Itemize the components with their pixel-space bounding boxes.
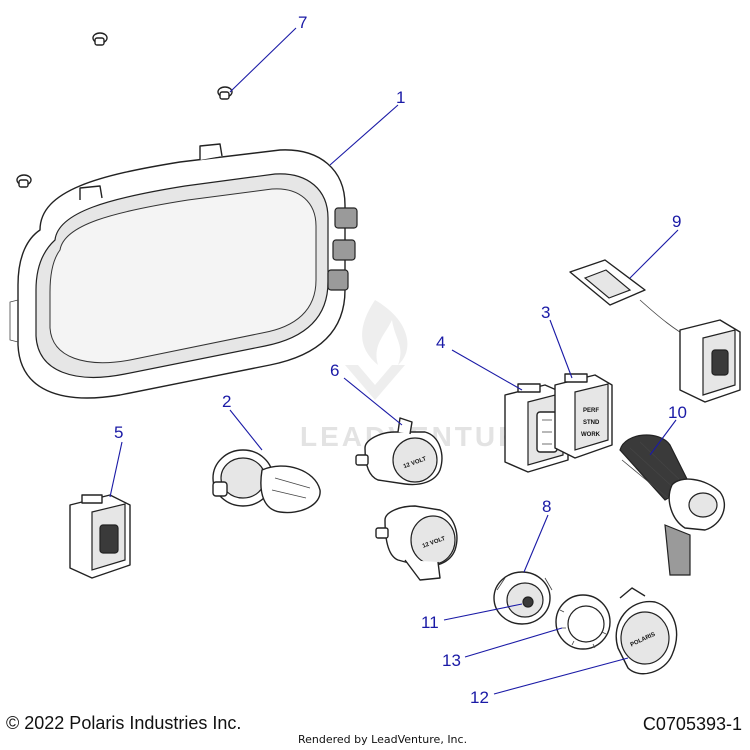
part-2-ignition-switch — [212, 449, 321, 514]
leader-2 — [229, 409, 263, 451]
callout-10: 10 — [668, 403, 687, 422]
part-5-rocker-switch — [69, 494, 131, 579]
callout-1: 1 — [396, 88, 405, 107]
part-12-cap: POLARIS — [615, 587, 678, 675]
leader-7 — [229, 27, 297, 93]
leader-10 — [649, 419, 677, 456]
switch-label-stnd: STND — [583, 420, 600, 426]
switch-label-perf: PERF — [583, 408, 599, 414]
leader-11 — [443, 603, 523, 621]
callout-9: 9 — [672, 212, 681, 231]
leader-5 — [109, 441, 123, 498]
screw — [16, 174, 32, 188]
callout-5: 5 — [114, 423, 123, 442]
callout-11: 11 — [421, 613, 439, 632]
callout-12: 12 — [470, 688, 489, 707]
part-4-rocker-switch — [504, 383, 569, 473]
callout-13: 13 — [442, 651, 461, 670]
part-9-switch-harness — [569, 259, 741, 403]
rendered-by-text: Rendered by LeadVenture, Inc. — [298, 733, 468, 746]
callout-3: 3 — [541, 303, 550, 322]
leader-9 — [629, 229, 679, 279]
part-3-mode-switch: PERF STND WORK — [554, 373, 613, 459]
callout-7: 7 — [298, 13, 307, 32]
screw — [92, 32, 108, 46]
callout-2: 2 — [222, 392, 231, 411]
callout-4: 4 — [436, 333, 445, 352]
diagram-code: C0705393-1 — [642, 714, 742, 734]
leader-6 — [343, 377, 403, 426]
screw — [217, 86, 233, 100]
leader-3 — [549, 319, 573, 379]
part-11-socket — [493, 571, 553, 625]
leader-8 — [523, 514, 549, 573]
leader-12 — [493, 657, 629, 695]
part-13-nut — [555, 594, 611, 650]
part-6-power-outlet: 12 VOLT — [355, 417, 443, 486]
leader-lines — [109, 27, 679, 695]
copyright-text: © 2022 Polaris Industries Inc. — [6, 713, 242, 733]
leader-4 — [451, 349, 523, 391]
callouts: 7 1 2 5 6 4 3 9 10 8 11 13 12 — [114, 13, 687, 707]
part-1-instrument-cluster — [9, 143, 358, 399]
part-10-usb-outlet — [619, 434, 725, 576]
part-7-screws — [16, 32, 233, 188]
callout-6: 6 — [330, 361, 339, 380]
leader-1 — [329, 104, 399, 166]
power-outlet-lower: 12 VOLT — [375, 505, 458, 581]
callout-8: 8 — [542, 497, 551, 516]
switch-label-work: WORK — [581, 432, 601, 438]
leader-13 — [464, 627, 563, 658]
